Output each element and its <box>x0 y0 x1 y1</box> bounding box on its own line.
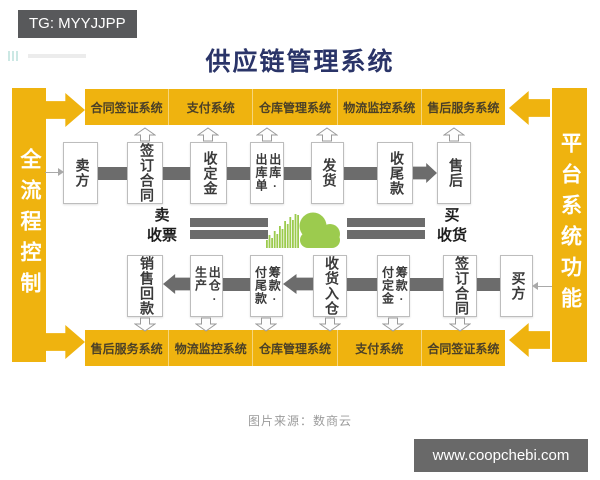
bottom-systems-bar: 售后服务系统 物流监控系统 仓库管理系统 支付系统 合同签证系统 <box>85 330 505 366</box>
left-control-bar-label: 全流程控制 <box>18 147 41 303</box>
seller-step-label: 收尾款 <box>388 150 404 196</box>
seller-step-label: 售后 <box>447 158 463 188</box>
seller-step-label: 签订合同 <box>138 143 154 203</box>
buyer-leader-line <box>537 286 552 287</box>
seller-step-box: 发货 <box>311 142 344 204</box>
connector-bar <box>347 278 377 291</box>
up-arrow-icon <box>443 127 465 142</box>
cloud-icon <box>266 212 340 248</box>
up-arrow-icon <box>316 127 338 142</box>
seller-leader-arrow-icon <box>58 168 64 176</box>
connector-bar <box>163 167 190 180</box>
down-arrow-icon <box>319 317 341 332</box>
page-title: 供应链管理系统 <box>205 48 395 76</box>
up-arrow-icon <box>197 127 219 142</box>
up-arrow-icon <box>134 127 156 142</box>
connector-bar <box>477 278 500 291</box>
connector-bar <box>344 167 377 180</box>
connector-arrow-left-icon <box>283 274 313 294</box>
seller-step-box: 收尾款 <box>377 142 413 204</box>
buyer-step-box: 收货入仓 <box>313 255 347 317</box>
right-function-bar: 平台系统功能 <box>552 88 587 362</box>
left-control-bar: 全流程控制 <box>12 88 46 362</box>
tg-badge: TG: MYYJJPP <box>18 10 137 38</box>
connector-arrow-right-icon <box>413 163 437 183</box>
connector-bar <box>223 278 250 291</box>
system-label: 支付系统 <box>336 330 421 366</box>
system-label: 物流监控系统 <box>168 330 252 366</box>
middle-bar <box>347 230 425 239</box>
seller-step-label: 出库· 出库单 <box>254 152 282 194</box>
seller-step-box: 签订合同 <box>127 142 163 204</box>
down-arrow-icon <box>382 317 404 332</box>
corner-arrow-top-left-icon <box>44 93 85 127</box>
system-label: 仓库管理系统 <box>252 330 336 366</box>
system-label: 售后服务系统 <box>90 341 163 356</box>
buyer-step-box: 买方 <box>500 255 533 317</box>
buyer-step-label: 销售回款 <box>138 256 154 316</box>
down-arrow-icon <box>195 317 217 332</box>
down-arrow-icon <box>449 317 471 332</box>
watermark-grid-icon <box>8 51 20 61</box>
system-label: 物流监控系统 <box>336 89 421 125</box>
system-label: 合同签证系统 <box>420 330 505 366</box>
buyer-step-box: 签订合同 <box>443 255 477 317</box>
seller-step-box: 收定金 <box>190 142 227 204</box>
connector-arrow-left-icon <box>163 274 190 294</box>
buyer-leader-arrow-icon <box>532 282 538 290</box>
middle-bar <box>347 218 425 227</box>
seller-step-label: 发货 <box>320 158 336 188</box>
seller-step-box: 卖方 <box>63 142 98 204</box>
buyer-note-label: 买 收货 <box>436 208 467 244</box>
corner-arrow-top-right-icon <box>509 91 550 125</box>
buyer-step-label: 出仓· 生产 <box>193 265 222 307</box>
top-systems-bar: 合同签证系统 支付系统 仓库管理系统 物流监控系统 售后服务系统 <box>85 89 505 125</box>
buyer-step-label: 签订合同 <box>453 256 469 316</box>
corner-arrow-bottom-right-icon <box>509 323 550 357</box>
system-label: 支付系统 <box>168 89 252 125</box>
down-arrow-icon <box>134 317 156 332</box>
system-label: 仓库管理系统 <box>252 89 336 125</box>
buyer-step-label: 买方 <box>509 271 525 301</box>
connector-bar <box>98 167 127 180</box>
seller-step-box: 售后 <box>437 142 471 204</box>
buyer-step-box: 出仓· 生产 <box>190 255 223 317</box>
site-url-badge: www.coopchebi.com <box>414 439 588 472</box>
right-function-bar-label: 平台系统功能 <box>558 132 582 318</box>
down-arrow-icon <box>255 317 277 332</box>
watermark-logo <box>8 50 98 64</box>
seller-note-label: 卖 收票 <box>146 208 177 244</box>
seller-step-label: 收定金 <box>201 150 217 196</box>
seller-leader-line <box>45 172 61 173</box>
middle-bar <box>190 230 268 239</box>
watermark-text-smudge <box>28 54 86 58</box>
buyer-step-box: 筹款· 付尾款 <box>250 255 283 317</box>
seller-step-box: 出库· 出库单 <box>250 142 284 204</box>
seller-step-label: 卖方 <box>73 158 89 188</box>
middle-bar <box>190 218 268 227</box>
up-arrow-icon <box>256 127 278 142</box>
connector-bar <box>410 278 443 291</box>
buyer-step-label: 收货入仓 <box>323 256 339 316</box>
buyer-step-label: 筹款· 付定金 <box>380 265 409 307</box>
image-source-caption: 图片来源：数商云 <box>247 414 352 428</box>
corner-arrow-bottom-left-icon <box>44 325 85 359</box>
buyer-step-box: 筹款· 付定金 <box>377 255 410 317</box>
system-label: 售后服务系统 <box>420 89 505 125</box>
connector-bar <box>284 167 311 180</box>
system-label: 合同签证系统 <box>90 100 163 115</box>
connector-bar <box>227 167 250 180</box>
buyer-step-label: 筹款· 付尾款 <box>253 265 282 307</box>
buyer-step-box: 销售回款 <box>127 255 163 317</box>
